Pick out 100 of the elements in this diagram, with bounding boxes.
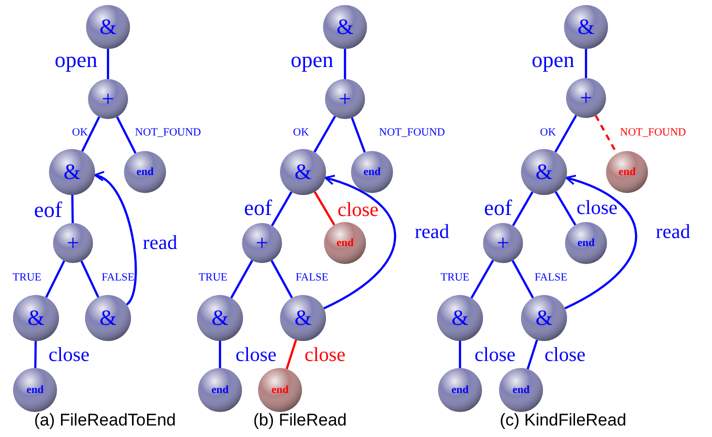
connector-line bbox=[584, 49, 588, 78]
sphere-node bbox=[197, 295, 243, 341]
connector-line bbox=[45, 260, 66, 298]
connector-line bbox=[512, 260, 534, 298]
sphere-node bbox=[88, 79, 128, 119]
sphere-node bbox=[280, 149, 326, 195]
connector-line bbox=[218, 341, 222, 368]
node-label: + bbox=[578, 84, 594, 112]
node-label: + bbox=[66, 229, 80, 257]
sphere-node bbox=[606, 151, 648, 193]
edge-label: TRUE bbox=[12, 272, 42, 284]
connector-line bbox=[350, 117, 366, 153]
node-label: + bbox=[100, 85, 116, 113]
node-label: & bbox=[335, 13, 355, 41]
edge-label: TRUE bbox=[198, 272, 228, 284]
node-label: end bbox=[450, 382, 470, 398]
node-label: end bbox=[135, 164, 155, 180]
node-label: & bbox=[62, 158, 82, 186]
edge-label: close bbox=[544, 345, 586, 365]
connector-line bbox=[81, 116, 100, 152]
edge-label: FALSE bbox=[102, 272, 134, 284]
node-label: end bbox=[270, 382, 290, 398]
edge-label: eof bbox=[244, 197, 272, 219]
edge-label: OK bbox=[540, 128, 556, 138]
edge-label: NOT_FOUND bbox=[135, 128, 201, 138]
node-label: & bbox=[293, 304, 313, 332]
sphere-node bbox=[351, 151, 393, 193]
edge-label: FALSE bbox=[534, 272, 568, 284]
sphere-node bbox=[323, 5, 367, 49]
connector-line bbox=[512, 191, 534, 226]
node-label: & bbox=[293, 158, 313, 186]
node-label: & bbox=[450, 304, 470, 332]
edge-label: open bbox=[54, 49, 98, 71]
node-label: & bbox=[26, 304, 46, 332]
connector-line bbox=[271, 191, 292, 226]
node-label: & bbox=[98, 13, 118, 41]
node-label: end bbox=[362, 164, 382, 180]
edge-label: open bbox=[290, 49, 334, 71]
edge-label: TRUE bbox=[440, 272, 470, 284]
edge-label: close bbox=[48, 345, 90, 365]
arrow bbox=[323, 175, 396, 310]
connector-line bbox=[34, 340, 37, 368]
connector-line bbox=[344, 49, 346, 79]
edge-label: close bbox=[474, 345, 516, 365]
sphere-node bbox=[325, 79, 365, 119]
subfigure-caption: (c) KindFileRead bbox=[500, 412, 626, 428]
sphere-node bbox=[53, 223, 93, 263]
node-label: & bbox=[534, 304, 554, 332]
edge-label: OK bbox=[293, 128, 309, 138]
edge-label: eof bbox=[484, 197, 512, 219]
edge-label: read bbox=[414, 222, 450, 242]
sphere-node bbox=[565, 222, 607, 264]
sphere-node bbox=[499, 368, 543, 412]
edge-label: NOT_FOUND bbox=[379, 128, 445, 138]
sphere-node bbox=[521, 295, 567, 341]
node-label: end bbox=[210, 382, 230, 398]
node-label: + bbox=[496, 229, 510, 257]
connector-line bbox=[554, 114, 578, 153]
edge-label: eof bbox=[34, 199, 62, 221]
edge-label: open bbox=[532, 49, 574, 71]
node-label: end bbox=[617, 164, 637, 180]
sphere-node bbox=[13, 368, 57, 412]
connector-line bbox=[80, 260, 100, 298]
sphere-node bbox=[198, 368, 242, 412]
sphere-node bbox=[258, 368, 302, 412]
node-label: & bbox=[98, 304, 118, 332]
edge-label: read bbox=[656, 222, 690, 242]
connector-line bbox=[554, 191, 576, 226]
node-label: & bbox=[576, 13, 596, 41]
edge-label: close bbox=[235, 345, 277, 365]
node-label: end bbox=[576, 236, 596, 250]
edge-label: OK bbox=[72, 128, 88, 138]
subfigure-caption: (a) FileReadToEnd bbox=[34, 412, 176, 428]
connector-line bbox=[470, 260, 494, 299]
sphere-node bbox=[324, 222, 366, 264]
connector-line bbox=[458, 341, 462, 368]
connector-line bbox=[230, 260, 254, 298]
sphere-node bbox=[566, 78, 606, 118]
sphere-node bbox=[437, 295, 483, 341]
sphere-node bbox=[564, 5, 608, 49]
node-label: end bbox=[25, 382, 45, 398]
connector-line bbox=[116, 116, 136, 154]
arrow bbox=[564, 175, 637, 310]
node-label: + bbox=[338, 85, 352, 113]
sphere-node bbox=[483, 223, 523, 263]
node-label: end bbox=[511, 382, 531, 398]
node-label: & bbox=[210, 304, 230, 332]
connector-line bbox=[286, 340, 298, 370]
connector-line bbox=[106, 49, 110, 79]
connector-line bbox=[71, 194, 74, 224]
sphere-node bbox=[86, 5, 130, 49]
edge-label: close bbox=[337, 200, 379, 220]
connector-line bbox=[314, 191, 336, 226]
connector-line bbox=[314, 116, 336, 153]
node-label: end bbox=[335, 236, 355, 250]
sphere-node bbox=[521, 149, 567, 195]
edge-label: NOT_FOUND bbox=[620, 128, 686, 138]
sphere-node bbox=[85, 295, 131, 341]
connector-line bbox=[270, 260, 293, 298]
subfigure-caption: (b) FileRead bbox=[253, 412, 347, 428]
